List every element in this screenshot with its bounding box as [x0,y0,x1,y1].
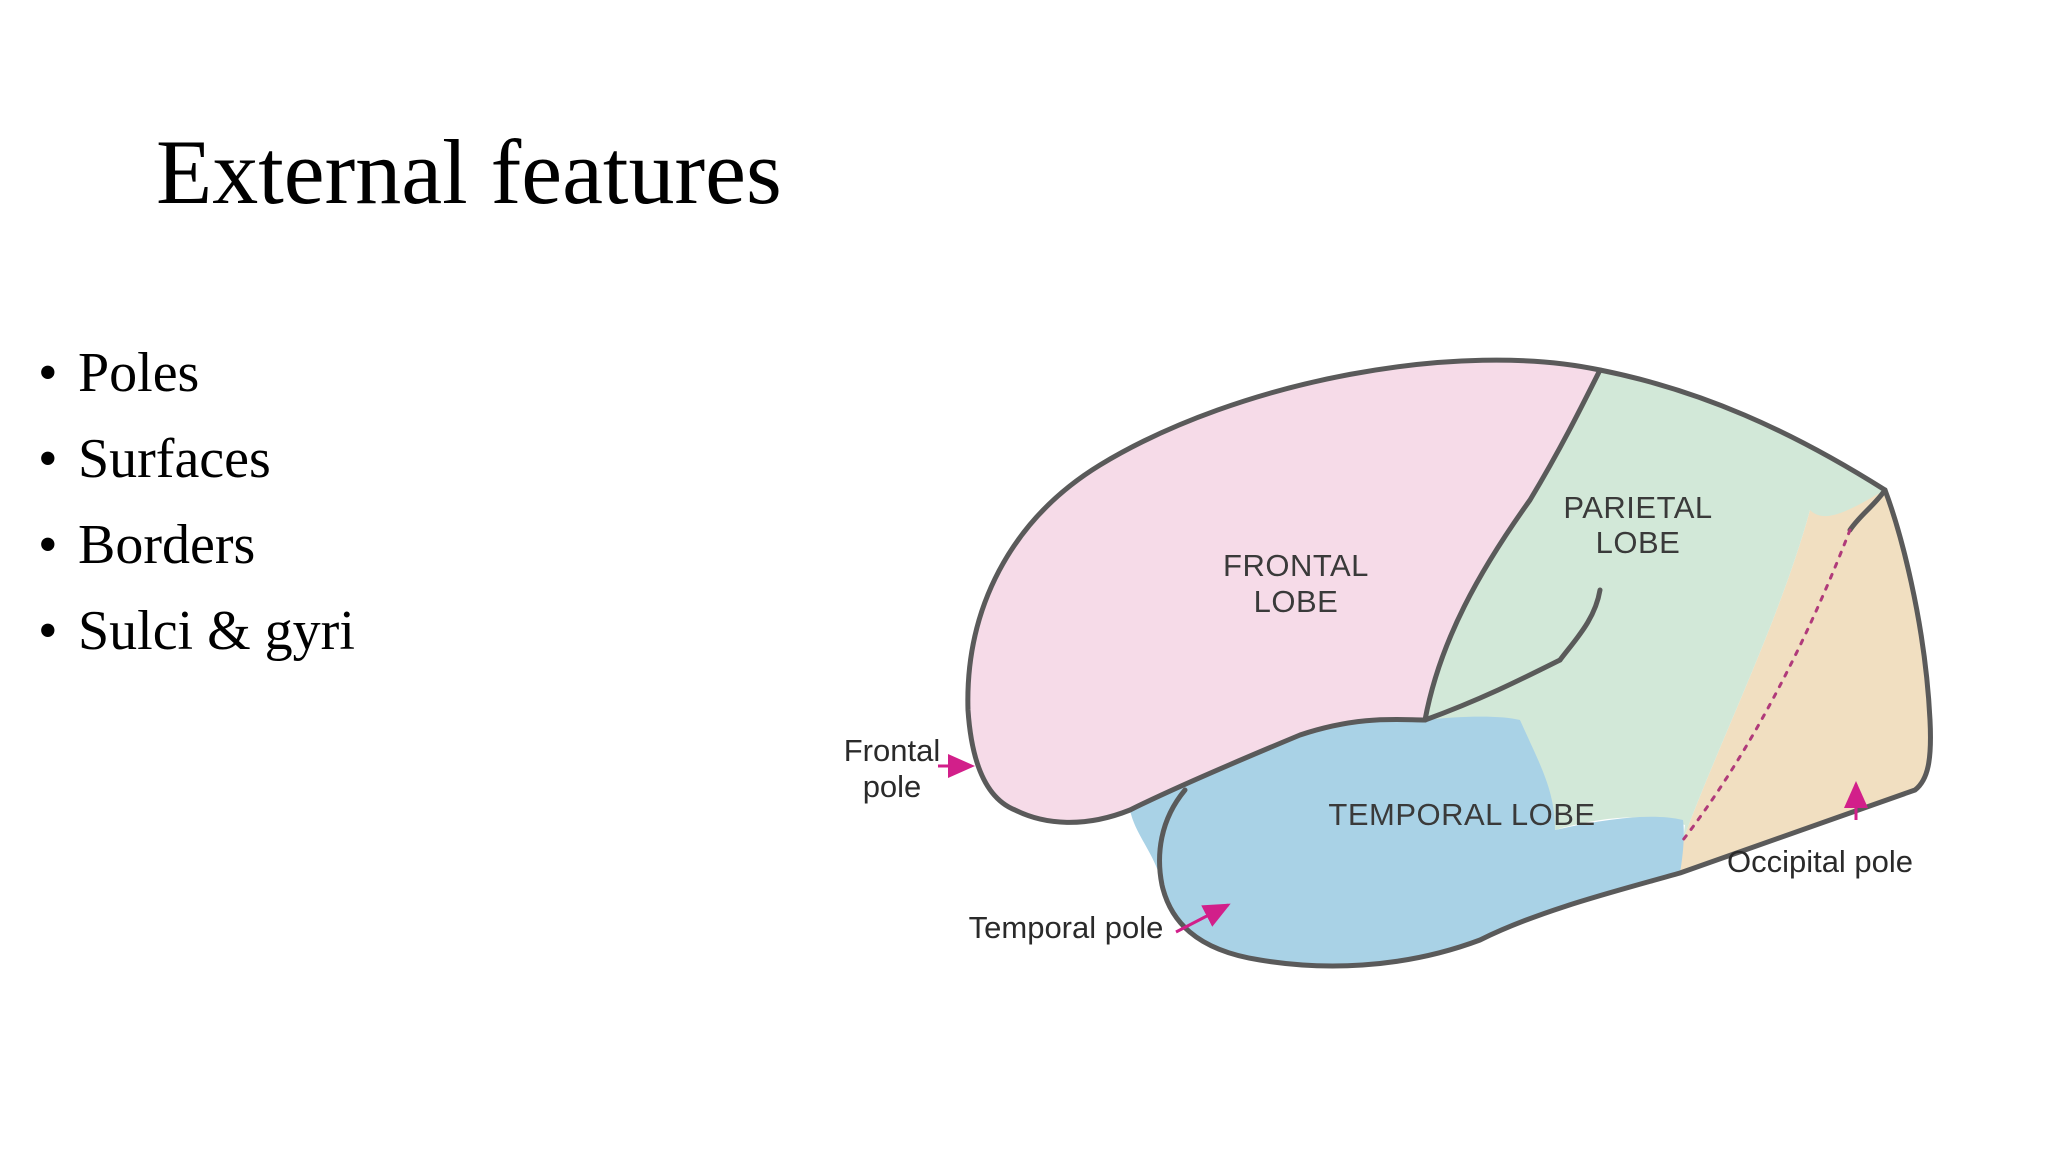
temporal-lobe-label: TEMPORAL LOBE [1328,797,1595,832]
bullet-marker: • [38,600,58,662]
bullet-text: Poles [78,342,200,404]
temporal-lobe [1130,716,1684,966]
lateral-sulcus-branch [1557,587,1603,663]
bullet-item: • Surfaces [38,416,355,502]
brain-outline [1157,367,1933,969]
parietal-lobe-label-line1: PARIETAL [1563,490,1712,525]
central-sulcus [1422,367,1603,723]
slide-title: External features [156,121,782,223]
bullet-marker: • [38,342,58,404]
brain-outline [965,357,1603,825]
frontal-lobe [967,360,1600,823]
frontal-pole-label-line1: Frontal [844,733,940,768]
frontal-pole-label-line2: pole [863,769,922,804]
lateral-sulcus [1422,657,1563,723]
bullet-text: Borders [78,514,256,576]
temporal-pole-label: Temporal pole [969,910,1164,945]
bullet-text: Surfaces [78,428,271,490]
parieto-occipital-sulcus [1847,487,1888,533]
bullet-list: • Poles • Surfaces • Borders • Sulci & gyri [38,330,355,674]
occipital-lobe [1680,486,1931,873]
bullet-item: • Sulci & gyri [38,588,355,674]
bullet-text: Sulci & gyri [78,600,355,662]
parietal-lobe-label-line2: LOBE [1596,525,1681,560]
brain-lobes-diagram: FRONTAL LOBE PARIETAL LOBE TEMPORAL LOBE… [844,357,1933,969]
temporal-pole-arrow [1175,903,1231,934]
occipital-boundary [1681,528,1852,842]
bullet-marker: • [38,514,58,576]
bullet-item: • Poles [38,330,355,416]
occipital-pole-label: Occipital pole [1727,844,1913,879]
frontal-lobe-label-line1: FRONTAL [1223,548,1369,583]
bullet-item: • Borders [38,502,355,588]
bullet-marker: • [38,428,58,490]
frontal-lobe-label-line2: LOBE [1254,584,1339,619]
